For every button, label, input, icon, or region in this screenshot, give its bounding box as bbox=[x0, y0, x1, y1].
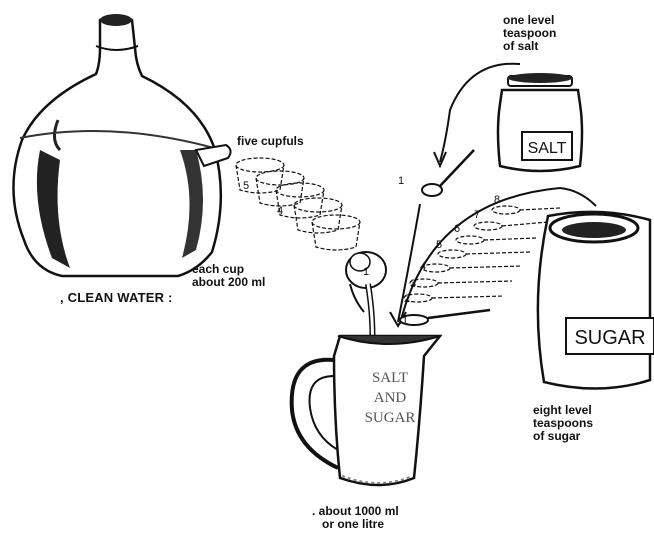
cup-number-4: 4 bbox=[277, 205, 283, 217]
sugar-spoon-number-4: 4 bbox=[420, 261, 426, 273]
cup-number-5: 5 bbox=[243, 180, 249, 192]
pitcher-text-line-3: SUGAR bbox=[365, 410, 416, 426]
clean-water-label: , CLEAN WATER : bbox=[60, 291, 173, 304]
each-cup-line-2: about 200 ml bbox=[192, 276, 265, 289]
sugar-instruction-label: eight level teaspoons of sugar bbox=[533, 404, 593, 443]
sugar-spoon-number-6: 6 bbox=[454, 223, 460, 235]
sugar-jar-label: SUGAR bbox=[574, 327, 645, 349]
pitcher-text-line-2: AND bbox=[374, 390, 407, 406]
salt-instruction-label: one level teaspoon of salt bbox=[503, 14, 556, 53]
sugar-spoon-number-3: 3 bbox=[410, 278, 416, 290]
water-bottle bbox=[13, 14, 230, 276]
cup-number-1: 1 bbox=[363, 266, 369, 278]
sugar-spoon-number-2: 2 bbox=[404, 293, 410, 305]
five-cupfuls-label: five cupfuls bbox=[237, 135, 304, 148]
sugar-spoons bbox=[404, 206, 560, 302]
cups bbox=[236, 158, 360, 250]
each-cup-label: each cup about 200 ml bbox=[192, 263, 265, 289]
volume-label: . about 1000 ml or one litre bbox=[312, 505, 399, 531]
sugar-label-line-3: of sugar bbox=[533, 430, 593, 443]
cup-one bbox=[346, 252, 386, 312]
last-sugar-spoon bbox=[400, 310, 490, 325]
pitcher-text-line-1: SALT bbox=[372, 370, 408, 386]
salt-spoon-number: 1 bbox=[398, 175, 404, 187]
salt-label-line-3: of salt bbox=[503, 40, 556, 53]
volume-line-2: or one litre bbox=[312, 518, 399, 531]
sugar-spoon-number-1: 1 bbox=[402, 315, 408, 327]
salt-jar-label: SALT bbox=[528, 140, 567, 157]
sugar-spoon-number-7: 7 bbox=[474, 209, 480, 221]
sugar-spoon-number-8: 8 bbox=[494, 194, 500, 206]
salt-spoon bbox=[422, 150, 474, 196]
sugar-jar bbox=[538, 212, 654, 389]
sugar-spoon-number-5: 5 bbox=[436, 239, 442, 251]
